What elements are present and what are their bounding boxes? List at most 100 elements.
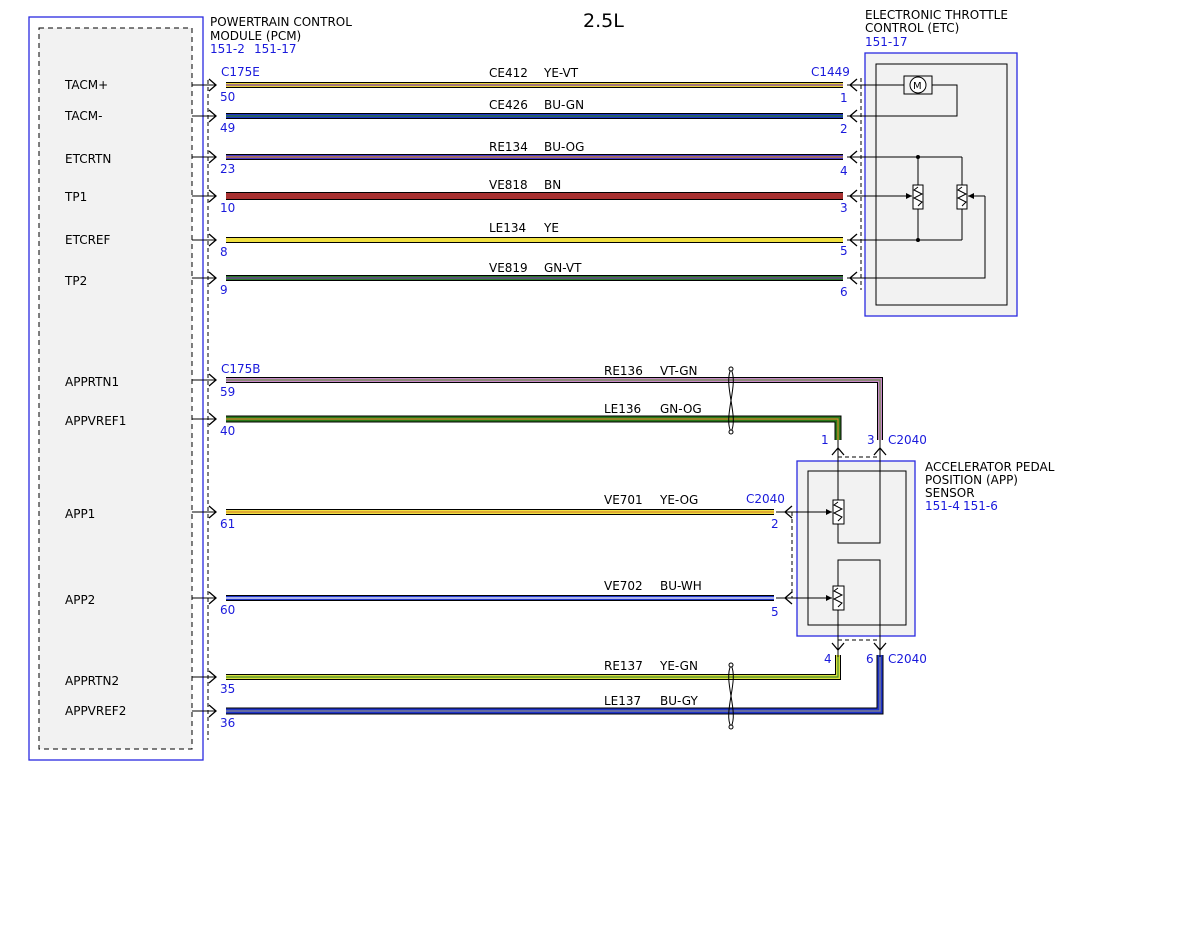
app-connector-top: C2040 — [888, 433, 927, 447]
wire-stripe-10 — [226, 655, 839, 678]
pcm-pin-arrow-icon-2 — [208, 150, 217, 164]
wire-outline-7 — [226, 415, 842, 440]
far-pin-9: 5 — [771, 605, 779, 619]
circuit-id-2: RE134 — [489, 140, 528, 154]
motor-icon: M — [862, 75, 958, 117]
wire-color-code-2: BU-OG — [544, 140, 584, 154]
pcm-module: POWERTRAIN CONTROL MODULE (PCM) 151-2 15… — [28, 15, 352, 761]
pcm-connector-c175b: C175B — [221, 362, 261, 376]
pcm-pin-arrow-icon-7 — [208, 412, 217, 426]
wire-color-code-1: BU-GN — [544, 98, 584, 112]
pcm-pin-arrow-icon-9 — [208, 591, 217, 605]
app-sensor-module: ACCELERATOR PEDAL POSITION (APP) SENSOR … — [746, 433, 1055, 666]
pcm-pin-arrow-icon-0 — [208, 78, 217, 92]
engine-heading: 2.5L — [583, 10, 624, 32]
app-title-line3: SENSOR — [925, 486, 975, 500]
wire-color-code-11: BU-GY — [660, 694, 698, 708]
wire-outline-6 — [226, 377, 883, 440]
etc-connector-c1449: C1449 — [811, 65, 850, 79]
signal-name-6: APPRTN1 — [65, 375, 119, 389]
wire-stripe-11 — [226, 655, 881, 712]
far-pin-10: 4 — [824, 652, 832, 666]
pcm-pin-arrow-icon-4 — [208, 233, 217, 247]
app-ref-2: 151-6 — [963, 499, 998, 513]
far-pin-5: 6 — [840, 285, 848, 299]
signal-name-4: ETCREF — [65, 233, 111, 247]
wire-outline-11 — [226, 655, 884, 715]
circuit-id-8: VE701 — [604, 493, 643, 507]
circuit-id-5: VE819 — [489, 261, 528, 275]
wire-stripe-7 — [226, 418, 839, 440]
wire-color-code-3: BN — [544, 178, 561, 192]
pcm-pin-6: 59 — [220, 385, 235, 399]
app-pin-arrow-icon-10 — [831, 642, 845, 651]
app-pin-arrow-icon-7 — [831, 447, 845, 456]
signal-name-9: APP2 — [65, 593, 95, 607]
far-pin-8: 2 — [771, 517, 779, 531]
pcm-pin-arrow-icon-6 — [208, 373, 217, 387]
wire-stripe-6 — [226, 379, 881, 440]
app-title-line1: ACCELERATOR PEDAL — [925, 460, 1055, 474]
signal-name-11: APPVREF2 — [65, 704, 126, 718]
pcm-pin-5: 9 — [220, 283, 228, 297]
twisted-pair-icon-2 — [728, 662, 734, 730]
motor-symbol: M — [913, 81, 922, 92]
signal-name-10: APPRTN2 — [65, 674, 119, 688]
pcm-pin-4: 8 — [220, 245, 228, 259]
etc-pin-arrow-icon-3 — [849, 189, 858, 203]
pcm-pin-10: 35 — [220, 682, 235, 696]
far-pin-6: 3 — [867, 433, 875, 447]
app-ref-1: 151-4 — [925, 499, 960, 513]
etc-title-line1: ELECTRONIC THROTTLE — [865, 8, 1008, 22]
pcm-connector-c175e: C175E — [221, 65, 260, 79]
far-pin-11: 6 — [866, 652, 874, 666]
pcm-title-line1: POWERTRAIN CONTROL — [210, 15, 352, 29]
far-pin-2: 4 — [840, 164, 848, 178]
pcm-title-line2: MODULE (PCM) — [210, 29, 301, 43]
app-connector-mid: C2040 — [746, 492, 785, 506]
wire-color-code-10: YE-GN — [659, 659, 698, 673]
wire-color-code-5: GN-VT — [544, 261, 582, 275]
app-connector-bottom: C2040 — [888, 652, 927, 666]
signal-name-7: APPVREF1 — [65, 414, 126, 428]
circuit-id-11: LE137 — [604, 694, 641, 708]
pcm-pin-arrow-icon-5 — [208, 271, 217, 285]
circuit-id-9: VE702 — [604, 579, 643, 593]
circuit-id-7: LE136 — [604, 402, 641, 416]
pcm-pin-1: 49 — [220, 121, 235, 135]
throttle-position-sensors-icon — [862, 155, 986, 279]
far-pin-4: 5 — [840, 244, 848, 258]
circuit-id-1: CE426 — [489, 98, 528, 112]
app-pin-arrow-icon-8 — [784, 505, 793, 519]
wire-color-code-4: YE — [543, 221, 559, 235]
circuit-id-3: VE818 — [489, 178, 528, 192]
signal-name-8: APP1 — [65, 507, 95, 521]
app-pin-arrow-icon-11 — [873, 642, 887, 651]
circuit-id-6: RE136 — [604, 364, 643, 378]
far-pin-0: 1 — [840, 91, 848, 105]
signal-name-5: TP2 — [64, 274, 87, 288]
wire-outline-10 — [226, 655, 841, 680]
pcm-pin-arrow-icon-10 — [208, 670, 217, 684]
pcm-ref-2: 151-17 — [254, 42, 297, 56]
circuit-id-0: CE412 — [489, 66, 528, 80]
wires — [192, 78, 887, 730]
pcm-pin-9: 60 — [220, 603, 235, 617]
pcm-ref-1: 151-2 — [210, 42, 245, 56]
circuit-id-10: RE137 — [604, 659, 643, 673]
etc-pin-arrow-icon-2 — [849, 150, 858, 164]
far-pin-3: 3 — [840, 201, 848, 215]
pcm-pin-11: 36 — [220, 716, 235, 730]
pcm-pin-arrow-icon-11 — [208, 704, 217, 718]
pcm-pin-2: 23 — [220, 162, 235, 176]
far-pin-1: 2 — [840, 122, 848, 136]
wire-11 — [226, 655, 883, 714]
app-pin-arrow-icon-9 — [784, 591, 793, 605]
wire-color-code-0: YE-VT — [543, 66, 579, 80]
wire-10 — [226, 655, 840, 679]
etc-pin-arrow-icon-5 — [849, 271, 858, 285]
pcm-pin-7: 40 — [220, 424, 235, 438]
app-title-line2: POSITION (APP) — [925, 473, 1018, 487]
pcm-pin-arrow-icon-8 — [208, 505, 217, 519]
